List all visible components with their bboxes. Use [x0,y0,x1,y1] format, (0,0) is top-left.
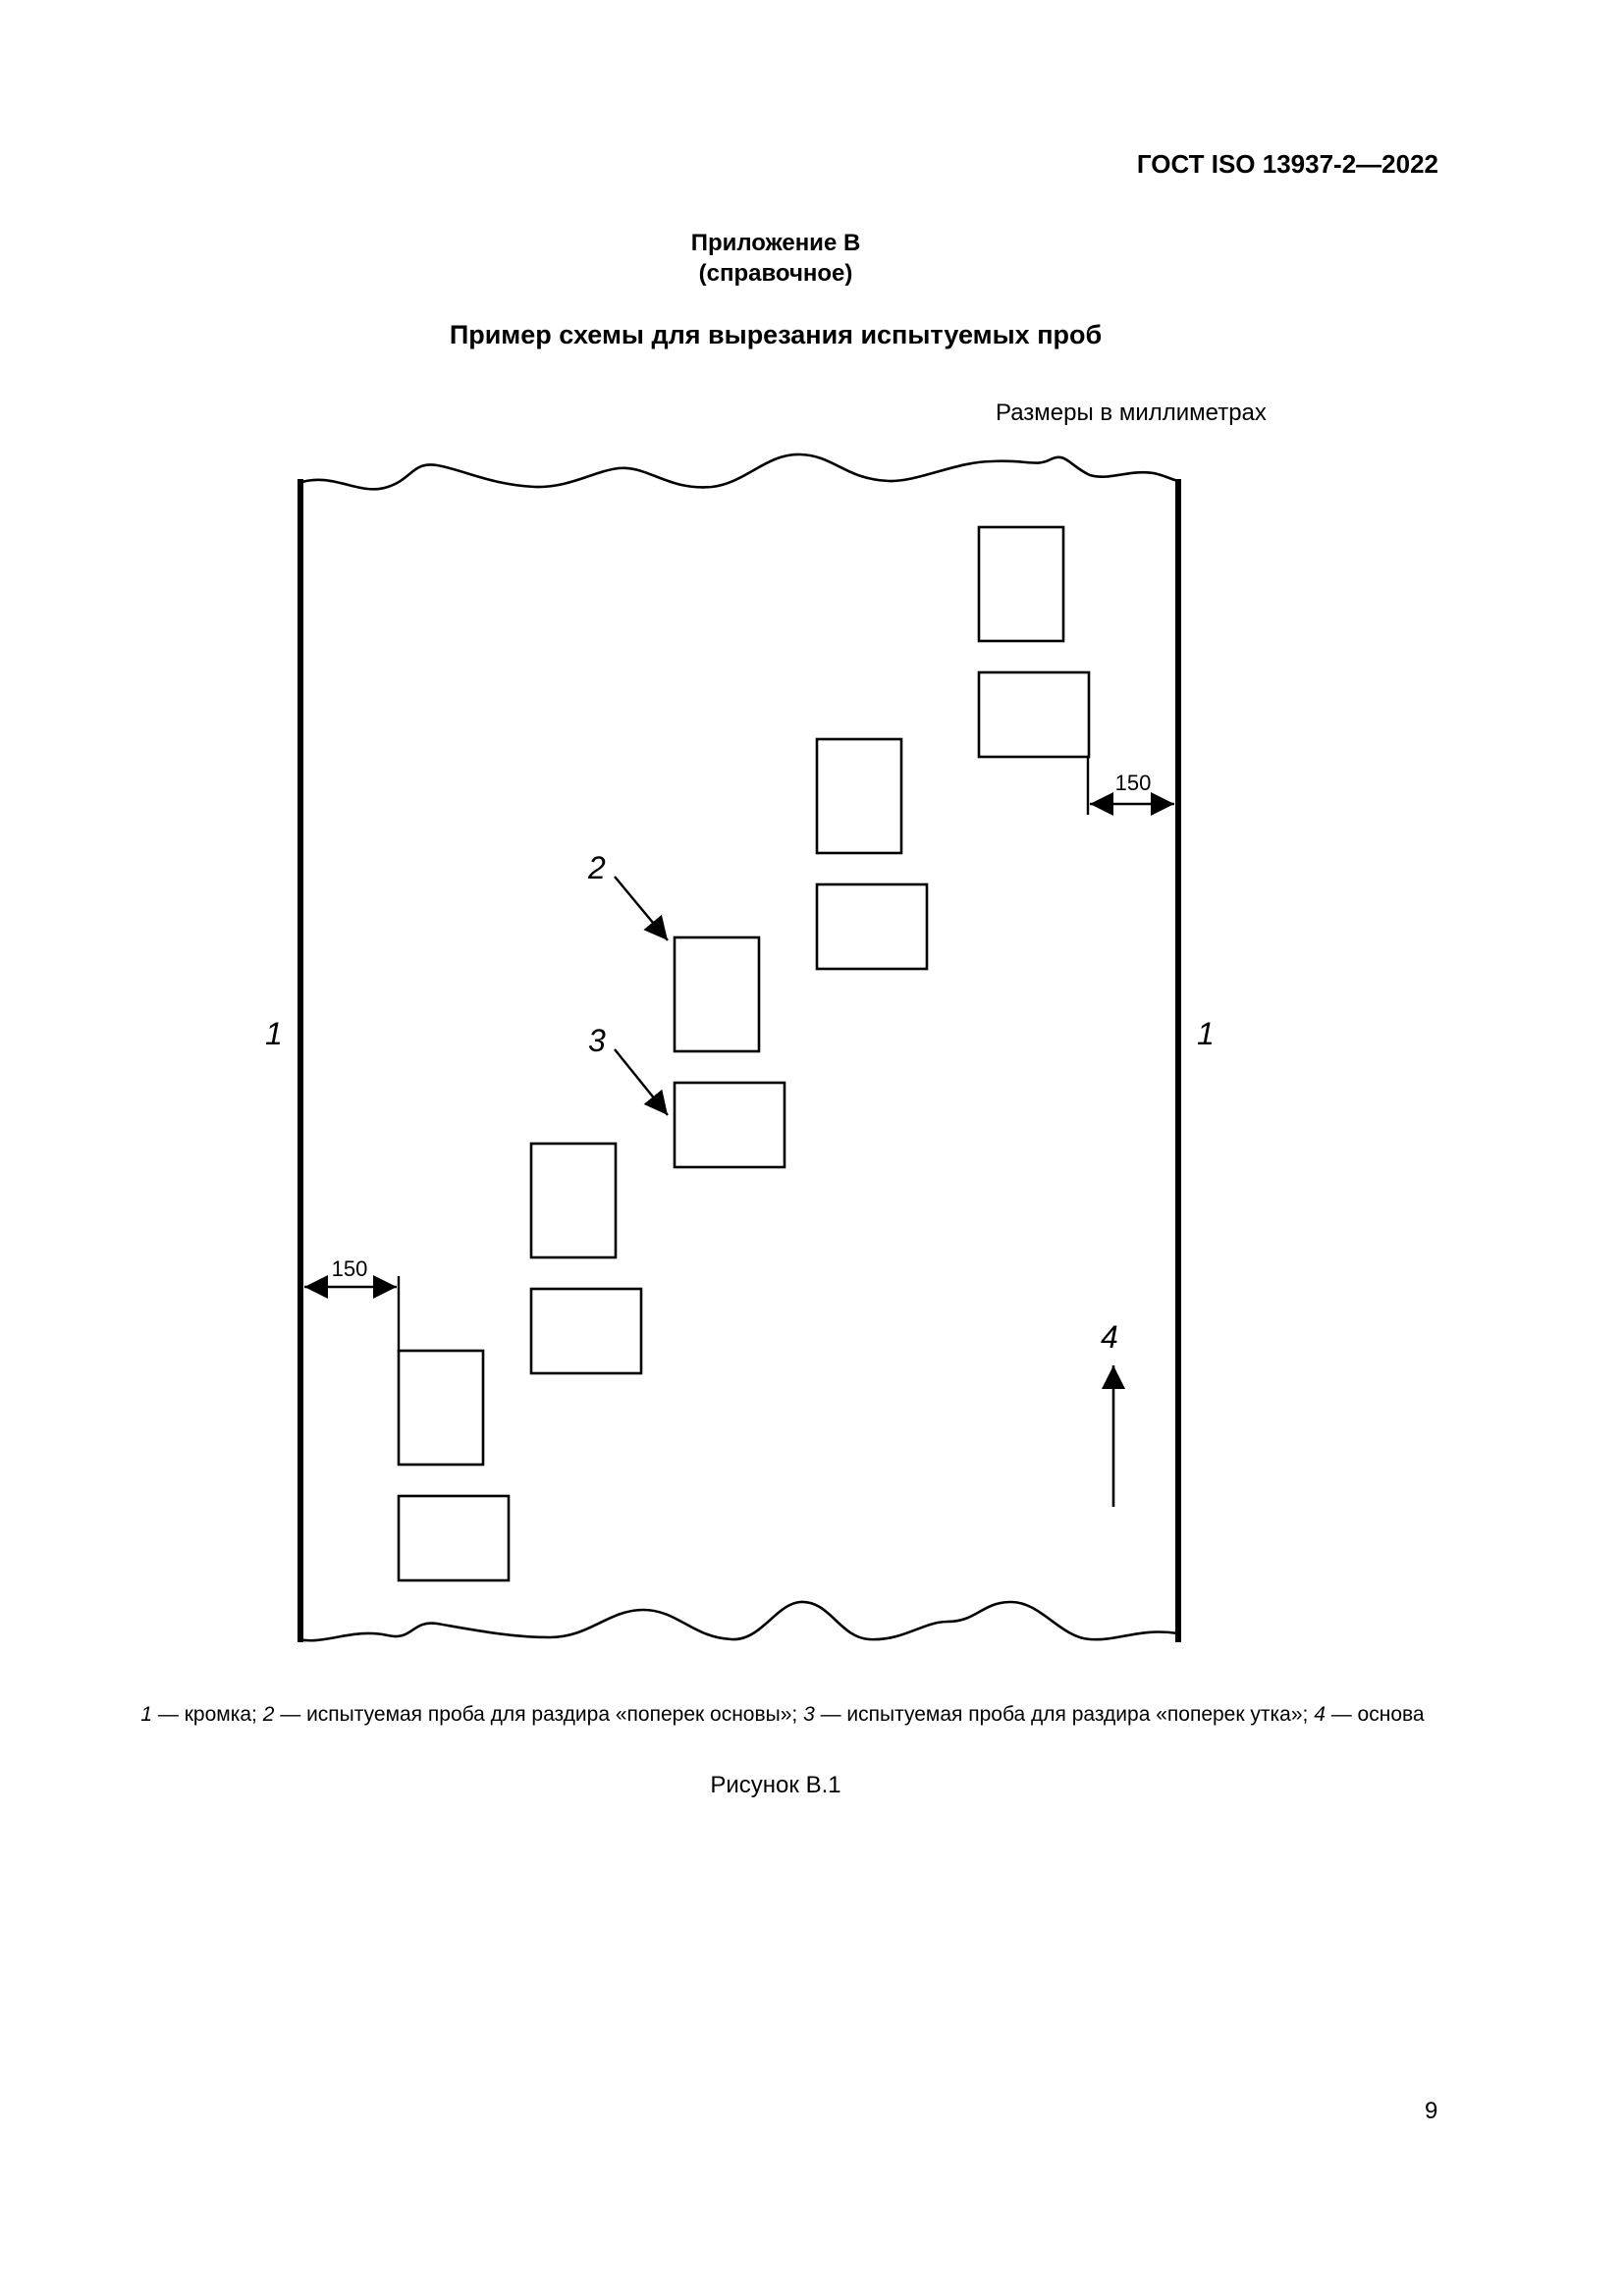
specimen-across-weft [977,670,1091,759]
appendix-title: Приложение В [690,230,861,256]
specimen-pair-5 [397,1349,511,1582]
units-note: Размеры в миллиметрах [996,400,1267,426]
specimen-pair-2 [815,737,929,971]
leader-arrow-2 [614,876,669,941]
legend-item-4: 4 — основа [1314,1703,1425,1726]
document-code: ГОСТ ISO 13937-2—2022 [1136,149,1438,179]
specimen-across-weft [673,1081,786,1169]
appendix-status: (справочное) [698,260,853,287]
figure-caption: Рисунок В.1 [710,1772,841,1798]
legend-item-3: 3 — испытуемая проба для раздира «попере… [803,1703,1315,1726]
specimen-pair-4 [529,1142,643,1375]
label-warp-4: 4 [1101,1319,1118,1355]
specimen-across-weft [397,1494,511,1582]
leader-arrow-3 [614,1048,669,1116]
specimen-across-weft [529,1287,643,1375]
specimen-pair-3 [673,935,786,1169]
dimension-label-right: 150 [1115,771,1152,795]
specimen-cutting-diagram: 150 150 1 1 2 3 4 [265,453,1215,1642]
legend-item-1: 1 — кромка; [140,1703,263,1726]
specimen-across-warp [977,525,1065,643]
figure-title: Пример схемы для вырезания испытуемых пр… [449,320,1103,349]
specimen-across-warp [815,737,903,855]
fabric-bottom-wavy-edge [298,1600,1179,1642]
figure-legend: 1 — кромка; 2 — испытуемая проба для раз… [119,1701,1446,1729]
specimen-across-warp [673,935,761,1053]
dimension-label-left: 150 [332,1256,368,1281]
specimen-across-weft [815,882,929,971]
label-edge-right: 1 [1197,1016,1215,1051]
specimen-pair-1 [977,525,1091,759]
label-edge-left: 1 [265,1016,283,1051]
appendix-heading: Приложение В (справочное) [0,228,1551,289]
label-specimen-2: 2 [587,850,606,885]
label-specimen-3: 3 [588,1023,606,1058]
specimen-across-warp [397,1349,485,1467]
specimen-across-warp [529,1142,618,1259]
fabric-top-wavy-edge [298,453,1179,491]
legend-item-2: 2 — испытуемая проба для раздира «попере… [262,1703,804,1726]
page-number: 9 [1425,2098,1438,2124]
